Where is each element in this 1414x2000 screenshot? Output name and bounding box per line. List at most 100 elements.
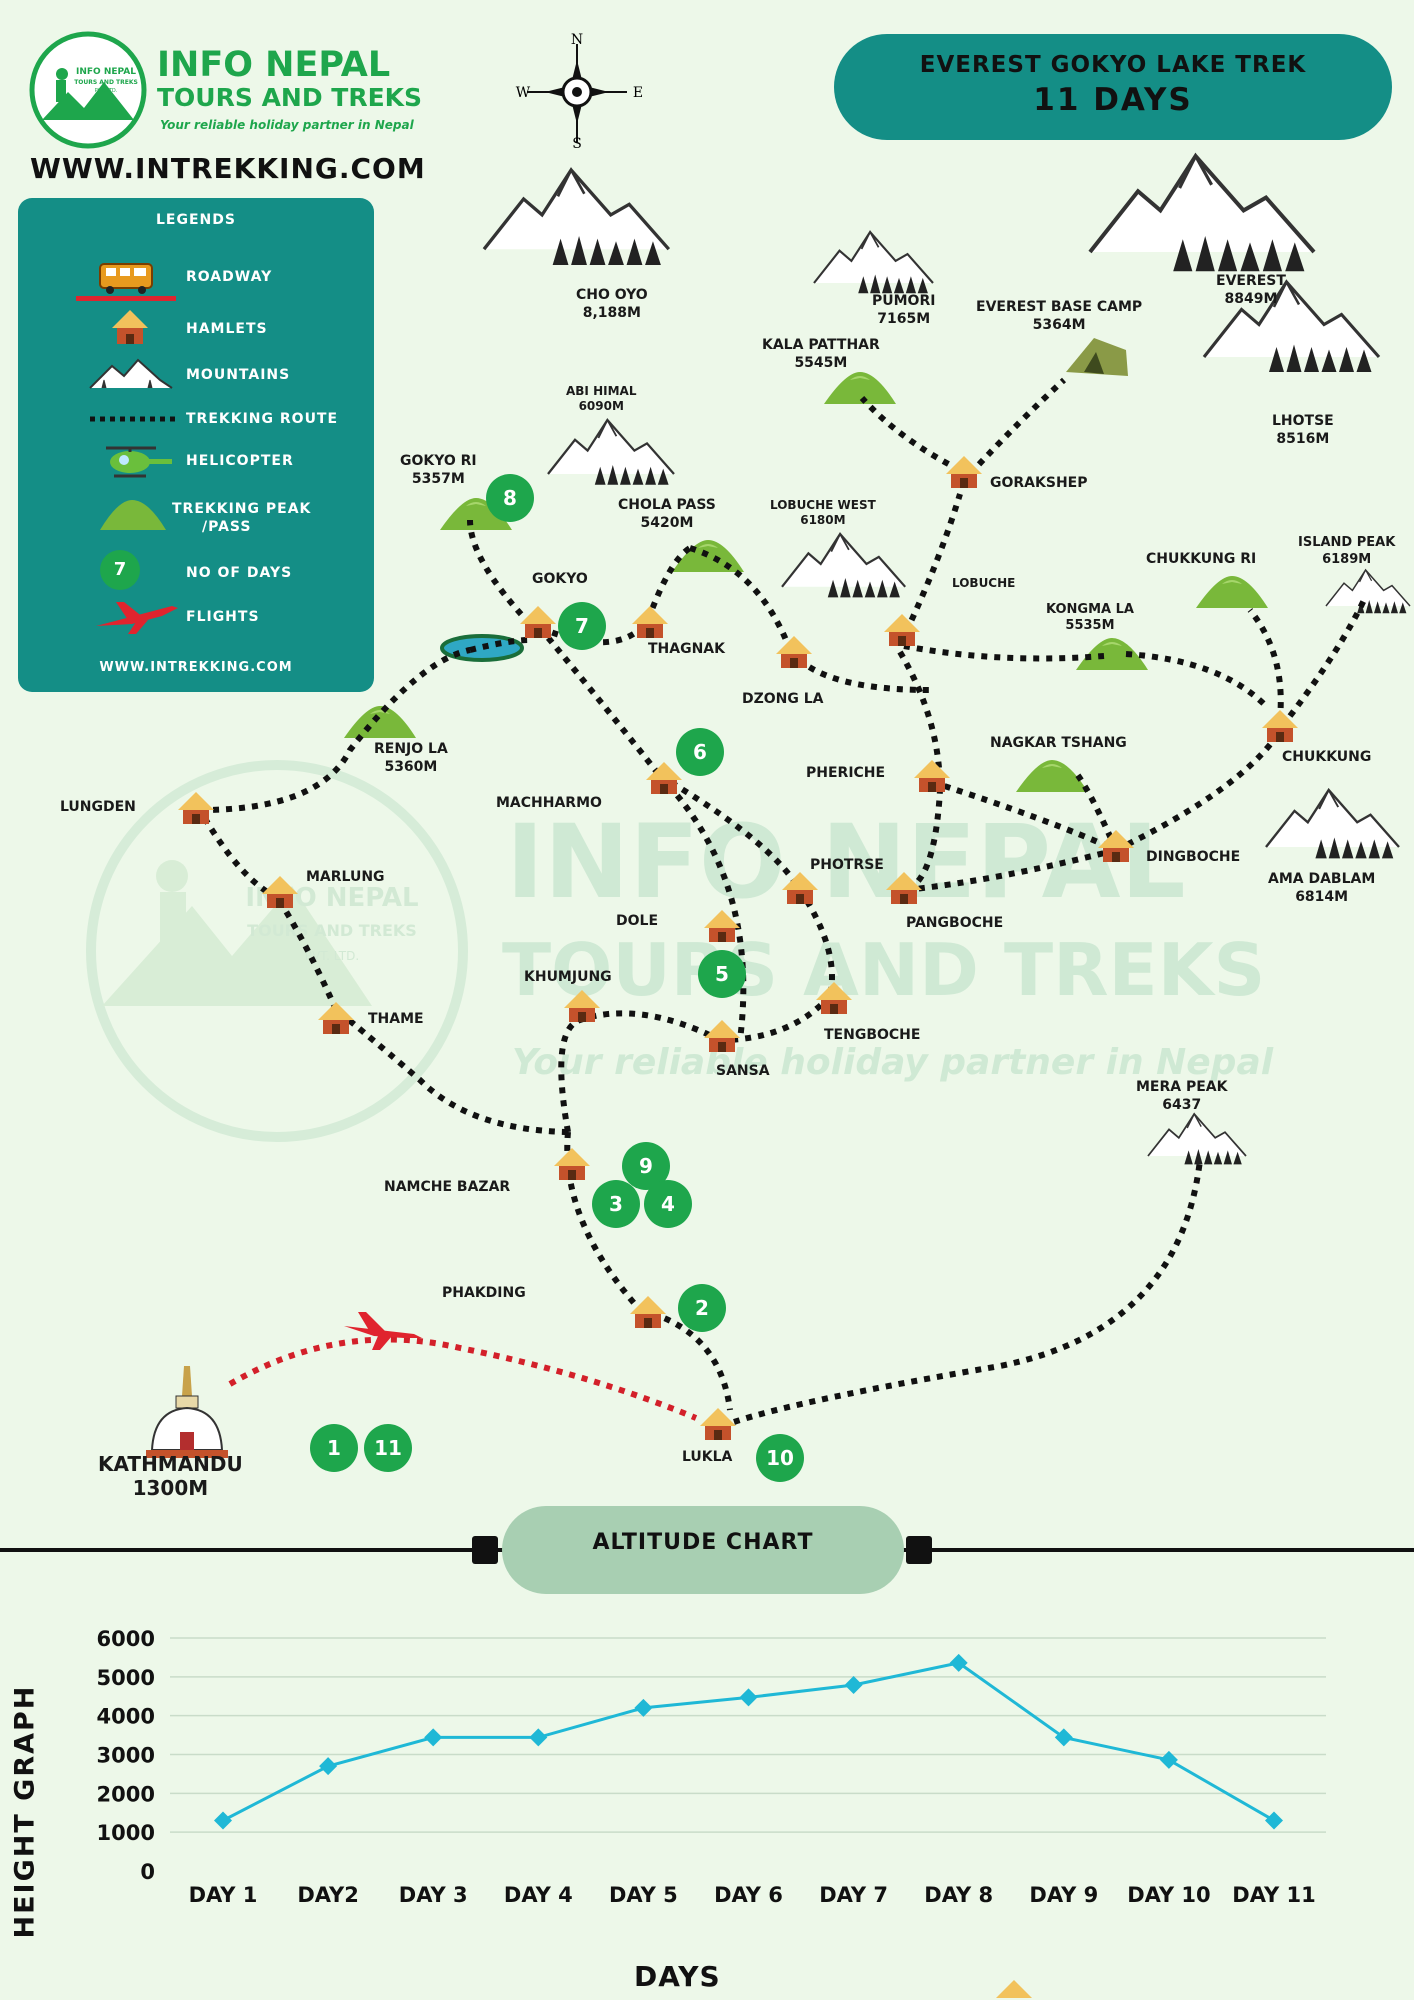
hamlet-markers bbox=[178, 456, 1298, 1440]
legend-label: ROADWAY bbox=[186, 269, 273, 285]
label-pheriche: PHERICHE bbox=[806, 765, 886, 781]
y-tick-label: 0 bbox=[140, 1860, 155, 1884]
label-chukkung-ri: CHUKKUNG RI bbox=[1146, 551, 1257, 567]
y-tick-label: 6000 bbox=[97, 1627, 155, 1651]
hut-icon bbox=[996, 1980, 1032, 1998]
mountain-island-peak-icon bbox=[1325, 569, 1411, 614]
legend-label-2: /PASS bbox=[202, 519, 252, 535]
dotted-line-icon bbox=[90, 416, 176, 422]
altitude-chart-heading: ALTITUDE CHART bbox=[592, 1530, 814, 1555]
legend-label: FLIGHTS bbox=[186, 609, 260, 625]
x-tick-label: DAY 8 bbox=[924, 1883, 993, 1907]
y-tick-label: 1000 bbox=[97, 1821, 155, 1845]
legend-label: HAMLETS bbox=[186, 321, 268, 337]
y-tick-label: 2000 bbox=[97, 1782, 155, 1806]
flight-route bbox=[228, 1336, 698, 1421]
compass-e: E bbox=[633, 85, 643, 101]
title-line2: 11 DAYS bbox=[1033, 82, 1193, 118]
peak-chola-pass-icon bbox=[672, 540, 744, 572]
bus-icon bbox=[76, 263, 176, 301]
chart-y-axis-label: HEIGHT GRAPH bbox=[9, 1684, 41, 1939]
data-point bbox=[529, 1728, 548, 1747]
legend-item-flights: FLIGHTS bbox=[18, 596, 374, 636]
brand-logo: INFO NEPAL TOURS AND TREKS PVT. LTD. bbox=[29, 31, 147, 149]
legend-item-no-of-days: 7 NO OF DAYS bbox=[18, 550, 374, 590]
mountain-everest-icon bbox=[1090, 156, 1314, 271]
legend-item-mountains: MOUNTAINS bbox=[18, 354, 374, 394]
label-phakding: PHAKDING bbox=[442, 1285, 526, 1301]
series-line bbox=[222, 1661, 1275, 1822]
legend-item-trekking-route: TREKKING ROUTE bbox=[18, 400, 374, 440]
day-badge: 8 bbox=[486, 474, 534, 522]
watermark-logo-text2: TOURS AND TREKS bbox=[247, 921, 417, 940]
day-badge: 11 bbox=[364, 1424, 412, 1472]
legend-item-trekking-peak: TREKKING PEAK /PASS bbox=[18, 490, 374, 546]
x-tick-label: DAY 4 bbox=[504, 1883, 573, 1907]
label-photrse: PHOTRSE bbox=[810, 857, 884, 873]
peak-icon bbox=[100, 500, 166, 530]
data-point bbox=[319, 1757, 338, 1776]
x-tick-label: DAY 9 bbox=[1029, 1883, 1098, 1907]
label-machharmo: MACHHARMO bbox=[496, 795, 602, 811]
mountain-cho-oyo-icon bbox=[482, 168, 671, 267]
watermark-line1: INFO NEPAL bbox=[506, 803, 1186, 922]
y-tick-label: 5000 bbox=[97, 1666, 155, 1690]
legend-label: MOUNTAINS bbox=[186, 367, 291, 383]
data-point bbox=[1159, 1750, 1178, 1769]
mountain-icon bbox=[89, 358, 173, 389]
label-tengboche: TENGBOCHE bbox=[824, 1027, 921, 1043]
peak-kongma-la-icon bbox=[1076, 638, 1148, 670]
label-khumjung: KHUMJUNG bbox=[524, 969, 612, 985]
data-point bbox=[214, 1811, 232, 1830]
data-point bbox=[949, 1653, 968, 1672]
legend-label: HELICOPTER bbox=[186, 453, 294, 469]
data-point bbox=[634, 1698, 653, 1717]
label-chukkung: CHUKKUNG bbox=[1282, 749, 1372, 765]
label-thagnak: THAGNAK bbox=[648, 641, 725, 657]
day-badge: 3 bbox=[592, 1180, 640, 1228]
x-tick-label: DAY 11 bbox=[1232, 1883, 1315, 1907]
legend-label: TREKKING PEAK bbox=[172, 501, 312, 517]
route-map bbox=[146, 0, 1411, 1458]
airplane-icon bbox=[96, 602, 178, 634]
chart-x-axis-label: DAYS bbox=[634, 1960, 721, 1993]
compass-s: S bbox=[572, 136, 582, 152]
brand-name-line1: INFO NEPAL bbox=[157, 45, 391, 85]
label-namche-bazar: NAMCHE BAZAR bbox=[384, 1179, 511, 1195]
peak-renjo-la-icon bbox=[344, 706, 416, 738]
brand-name-line2: TOURS AND TREKS bbox=[157, 83, 423, 112]
label-sansa: SANSA bbox=[716, 1063, 770, 1079]
website-link[interactable]: WWW.INTREKKING.COM bbox=[30, 152, 426, 185]
gokyo-lake-icon bbox=[440, 634, 524, 662]
compass-w: W bbox=[516, 85, 531, 101]
title-line1: EVEREST GOKYO LAKE TREK bbox=[919, 52, 1307, 78]
y-tick-label: 4000 bbox=[97, 1705, 155, 1729]
x-tick-label: DAY 6 bbox=[714, 1883, 783, 1907]
label-marlung: MARLUNG bbox=[306, 869, 385, 885]
helicopter-icon bbox=[106, 446, 172, 478]
label-gokyo: GOKYO bbox=[532, 571, 588, 587]
day-badge: 5 bbox=[698, 950, 746, 998]
day-badge: 6 bbox=[676, 728, 724, 776]
legend-label: NO OF DAYS bbox=[186, 565, 293, 581]
data-point bbox=[739, 1688, 758, 1707]
mountain-mera-peak-icon bbox=[1147, 1113, 1247, 1166]
base-camp-tent-icon bbox=[1066, 338, 1128, 376]
legend-website[interactable]: WWW.INTREKKING.COM bbox=[99, 660, 293, 675]
peak-kala-patthar-icon bbox=[824, 372, 896, 404]
label-dzong-la: DZONG LA bbox=[742, 691, 824, 707]
day-badge: 4 bbox=[644, 1180, 692, 1228]
hut-icon bbox=[112, 310, 148, 344]
